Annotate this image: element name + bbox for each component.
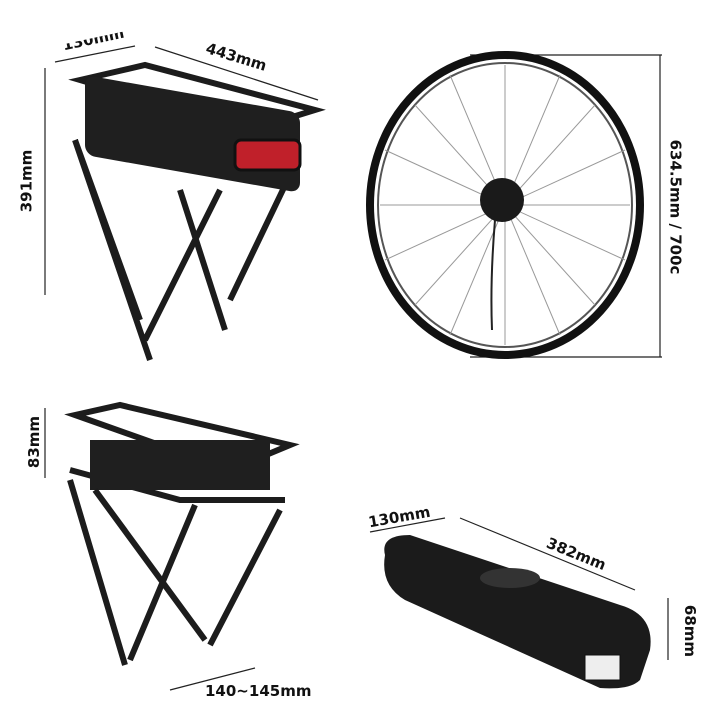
rear-rack-side-view (64, 401, 300, 666)
battery-pack (384, 535, 651, 689)
rack-height-label: 391mm (17, 149, 36, 213)
rack-base-width-label: 140~145mm (205, 682, 312, 700)
rear-wheel-hub-motor (366, 51, 644, 359)
rack-top-height-label: 83mm (25, 415, 44, 469)
wheel-diameter-label: 634.5mm / 700c (666, 139, 685, 275)
rear-rack-with-battery (68, 61, 326, 361)
battery-height-label: 68mm (681, 604, 700, 658)
